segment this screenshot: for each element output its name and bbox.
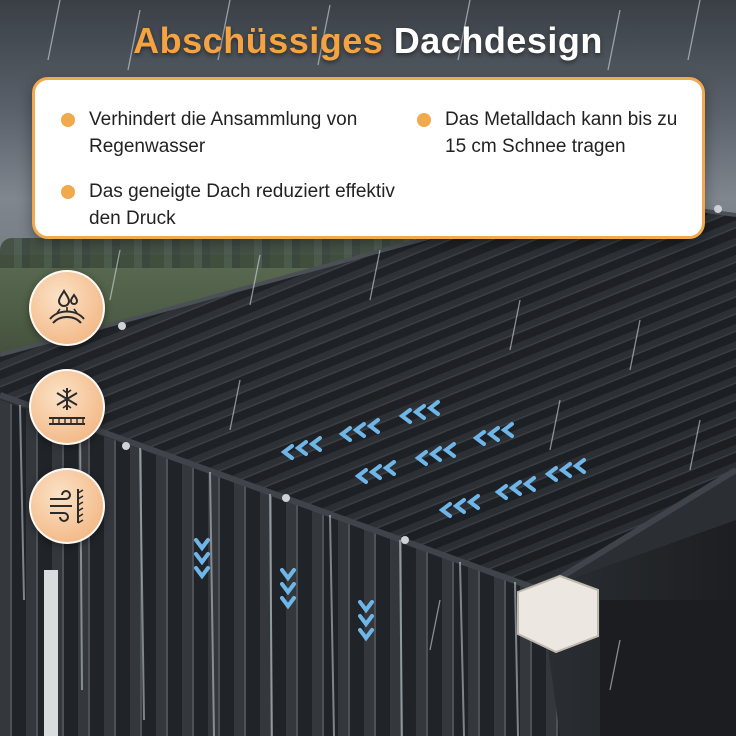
roof-rivets [118,205,722,544]
slope-chevrons [194,400,586,642]
feature-bullet: Verhindert die Ansammlung von Regenwasse… [61,106,391,160]
feature-text: Verhindert die Ansammlung von Regenwasse… [89,109,358,157]
feature-text: Das geneigte Dach reduziert effektiv den… [89,181,395,229]
waterproof-icon [29,270,105,346]
snowflake-load-icon [29,369,105,445]
wind-resistance-icon [29,468,105,544]
title-plain: Dachdesign [393,20,603,61]
feature-card: Verhindert die Ansammlung von Regenwasse… [32,77,705,239]
title-accent: Abschüssiges [133,20,384,61]
page-title: Abschüssiges Dachdesign [0,20,736,72]
bullet-dot-icon [61,113,75,127]
water-runoff [19,404,519,736]
feature-bullet: Das Metalldach kann bis zu 15 cm Schnee … [417,106,697,160]
rain-streaks [47,0,701,691]
bullet-dot-icon [61,185,75,199]
feature-bullet: Das geneigte Dach reduziert effektiv den… [61,178,401,232]
bullet-dot-icon [417,113,431,127]
shed-side-panel [600,600,736,736]
feature-text: Das Metalldach kann bis zu 15 cm Schnee … [445,109,678,157]
roof-corner-cap [517,574,599,654]
support-pole [44,570,58,736]
